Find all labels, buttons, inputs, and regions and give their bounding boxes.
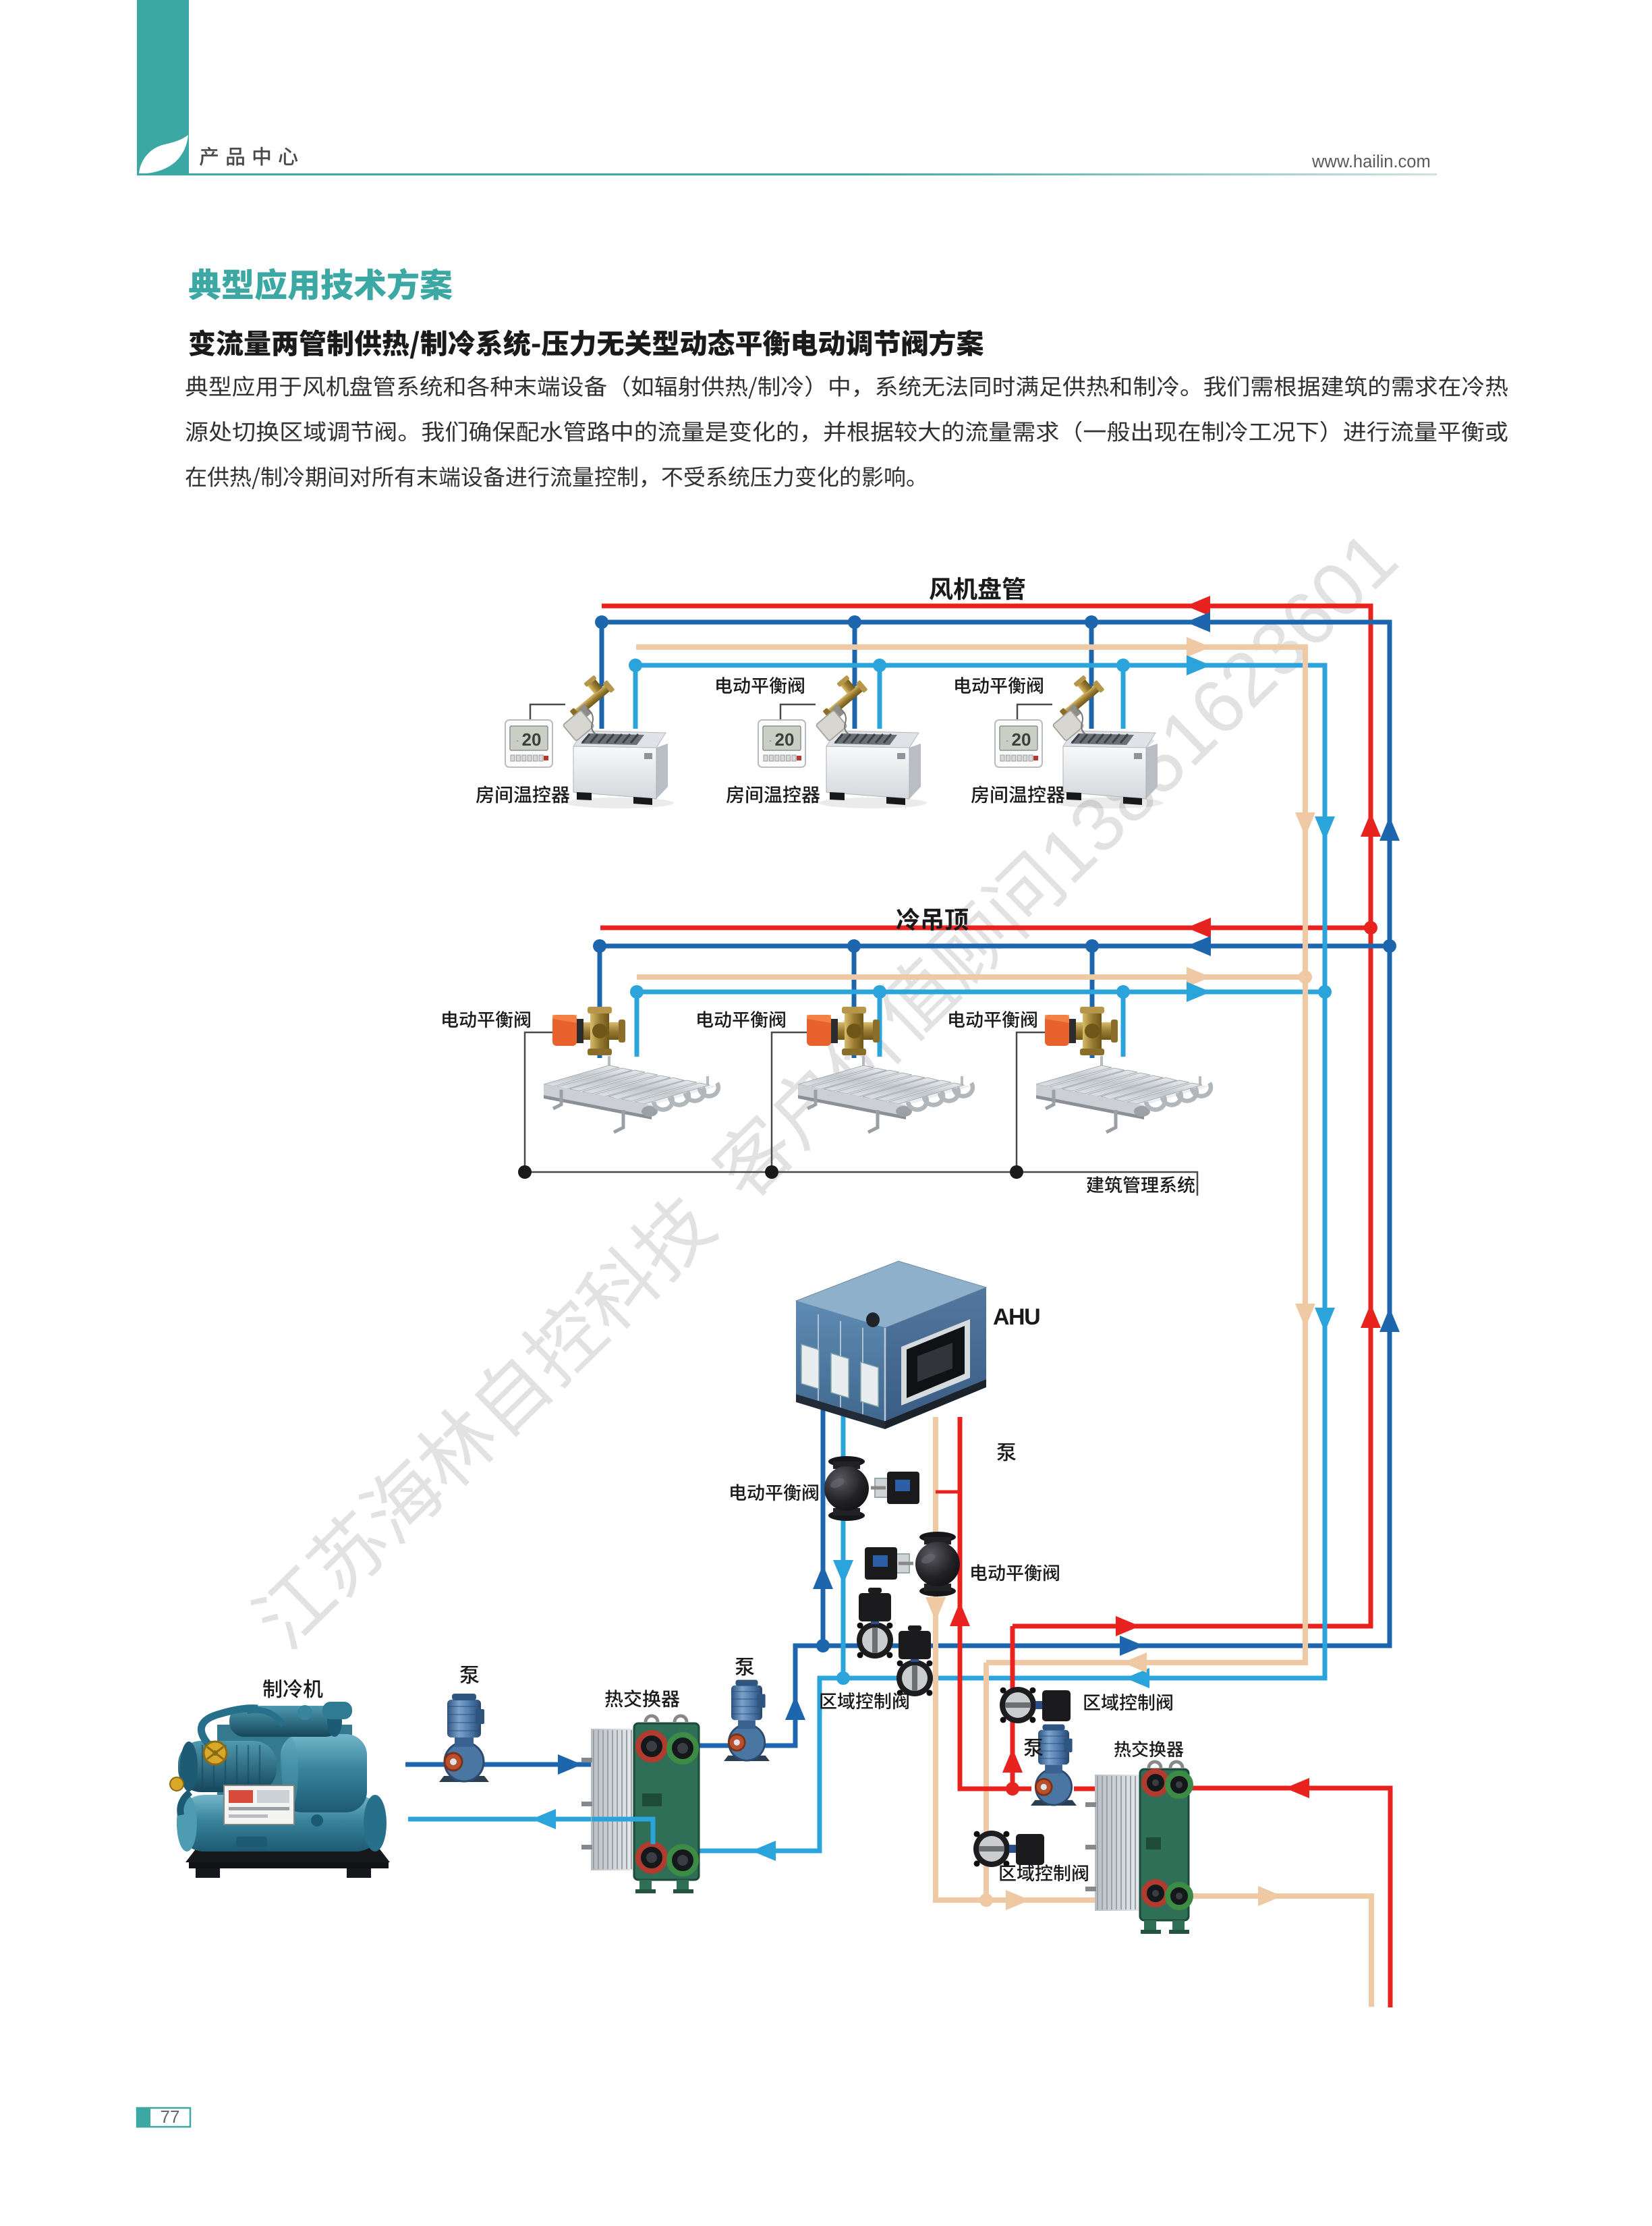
svg-text:20: 20 [522, 729, 542, 750]
svg-text:-: - [516, 738, 518, 745]
svg-text:20: 20 [1012, 729, 1031, 750]
svg-text:-: - [769, 738, 771, 745]
svg-text:www.hailin.com: www.hailin.com [1311, 152, 1431, 171]
svg-text:-: - [1006, 738, 1008, 745]
svg-text:20: 20 [775, 729, 795, 750]
svg-text:AHU: AHU [993, 1304, 1039, 1330]
svg-text:77: 77 [161, 2107, 180, 2127]
